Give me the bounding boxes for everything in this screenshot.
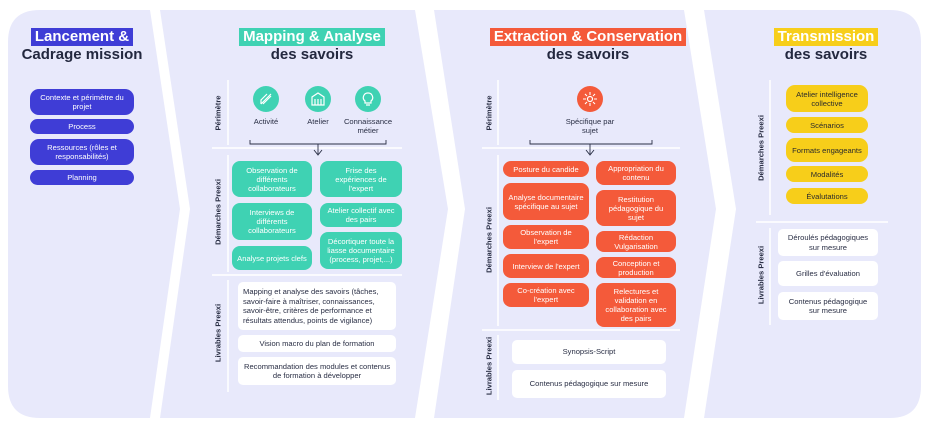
demarche-interviews-collaborateurs: Interviews de différents collaborateurs	[232, 203, 312, 240]
phase3-arrow	[529, 140, 653, 156]
phase2-title-tag: Mapping & Analyse	[239, 28, 385, 46]
demarche-atelier-intelligence: Atelier intelligence collective	[786, 85, 868, 112]
livrable-synopsis-script: Synopsis-Script	[512, 340, 666, 364]
livrable-contenus-pedagogique: Contenus pédagogique sur mesure	[512, 370, 666, 398]
phase1-item-planning: Planning	[30, 170, 134, 185]
livrable-deroules-pedagogiques: Déroulés pédagogiques sur mesure	[778, 229, 878, 256]
livrable-recommandation-modules: Recommandation des modules et contenus d…	[238, 357, 396, 385]
phase4-label-livrables: Livrables Preexi	[756, 245, 766, 305]
pencil-ruler-icon	[253, 86, 279, 112]
phase3-title-sub: des savoirs	[546, 46, 630, 63]
demarche-analyse-documentaire: Analyse documentaire spécifique au sujet	[503, 183, 589, 220]
phase3-label-livrables: Livrables Preexi	[484, 336, 494, 396]
sun-target-icon	[577, 86, 603, 112]
demarche-observation-expert: Observation de l'expert	[503, 225, 589, 249]
demarche-restitution-pedagogique: Restitution pédagogique du sujet	[596, 190, 676, 226]
phase1-item-ressources: Ressources (rôles et responsabilités)	[30, 139, 134, 165]
phase4-header: Transmission des savoirs	[746, 28, 906, 64]
livrable-contenus-sur-mesure: Contenus pédagogique sur mesure	[778, 292, 878, 320]
phase3-header: Extraction & Conservation des savoirs	[488, 28, 688, 64]
phase1-header: Lancement & Cadrage mission	[14, 28, 150, 64]
demarche-analyse-projets: Analyse projets clefs	[232, 246, 312, 270]
demarche-atelier-collectif: Atelier collectif avec des pairs	[320, 203, 402, 227]
phase3-label-demarches: Démarches Preexi	[484, 207, 494, 273]
perimetre-label-connaissance: Connaissance métier	[343, 117, 393, 135]
perimetre-label-activite: Activité	[253, 117, 279, 126]
demarche-frise-experiences: Frise des expériences de l'expert	[320, 161, 402, 197]
demarche-conception-production: Conception et production	[596, 257, 676, 278]
demarche-evaluations: Évalutations	[786, 188, 868, 204]
phase4-label-demarches: Démarches Preexi	[756, 115, 766, 181]
phase2-label-perimetre: Périmètre	[213, 95, 223, 131]
livrable-mapping-analyse: Mapping et analyse des savoirs (tâches, …	[238, 282, 396, 330]
phase2-label-demarches: Démarches Preexi	[213, 179, 223, 245]
livrable-vision-macro: Vision macro du plan de formation	[238, 335, 396, 352]
phase1-title-tag: Lancement &	[30, 28, 134, 46]
phase3-label-perimetre: Périmètre	[484, 95, 494, 131]
phase4-title-tag: Transmission	[773, 28, 879, 46]
phase1-panel	[8, 10, 180, 418]
demarche-appropriation-contenu: Appropriation du contenu	[596, 161, 676, 185]
phase1-item-contexte: Contexte et périmètre du projet	[30, 89, 134, 115]
phase4-panel	[704, 10, 921, 418]
phase1-item-process: Process	[30, 119, 134, 134]
perimetre-label-specifique: Spécifique par sujet	[565, 117, 615, 135]
phase2-title-sub: des savoirs	[270, 46, 354, 63]
livrable-grilles-evaluation: Grilles d'évaluation	[778, 261, 878, 286]
perimetre-label-atelier: Atelier	[307, 117, 329, 126]
demarche-formats-engageants: Formats engageants	[786, 138, 868, 162]
demarche-modalites: Modalités	[786, 166, 868, 182]
phase2-label-livrables: Livrables Preexi	[213, 303, 223, 363]
phase4-title-sub: des savoirs	[784, 46, 868, 63]
demarche-co-creation: Co-création avec l'expert	[503, 283, 589, 307]
demarche-observation-collaborateurs: Observation de différents collaborateurs	[232, 161, 312, 197]
lightbulb-icon	[355, 86, 381, 112]
demarche-interview-expert: Interview de l'expert	[503, 254, 589, 278]
demarche-redaction-vulgarisation: Rédaction Vulgarisation	[596, 231, 676, 252]
phase2-header: Mapping & Analyse des savoirs	[212, 28, 412, 64]
demarche-scenarios: Scénarios	[786, 117, 868, 133]
phase3-title-tag: Extraction & Conservation	[489, 28, 687, 46]
building-icon	[305, 86, 331, 112]
demarche-posture-candide: Posture du candide	[503, 161, 589, 177]
demarche-relectures-validation: Relectures et validation en collaboratio…	[596, 283, 676, 327]
phase1-title-sub: Cadrage mission	[21, 46, 143, 63]
phase2-arrow	[249, 140, 387, 156]
demarche-decortiquer-liasse: Décortiquer toute la liasse documentaire…	[320, 232, 402, 269]
